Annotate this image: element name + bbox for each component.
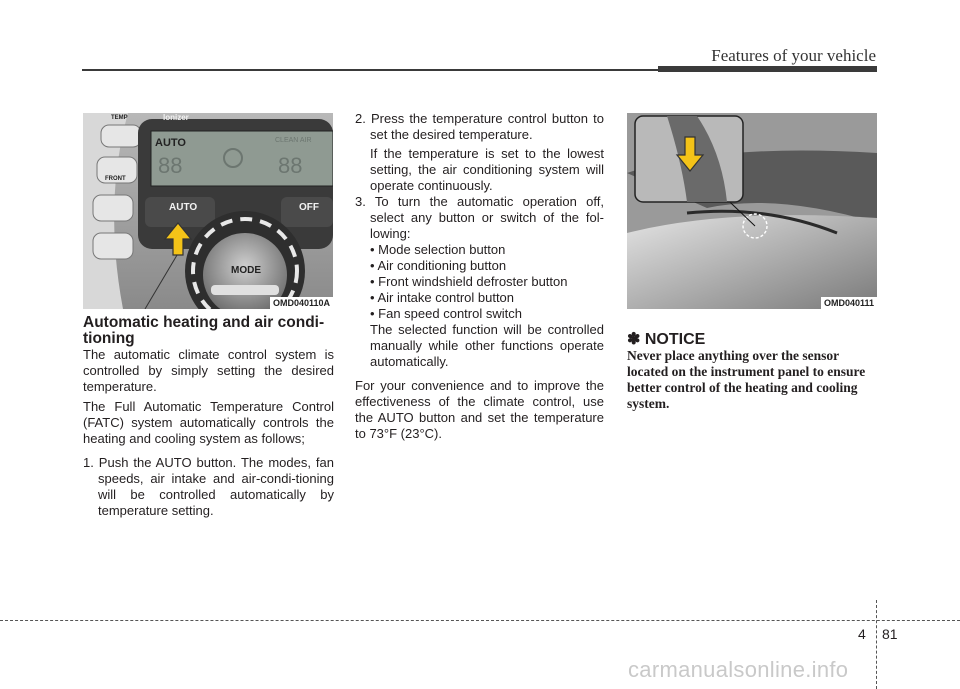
sensor-figure: OMD040111 bbox=[627, 113, 877, 309]
footer-rule bbox=[0, 620, 960, 621]
column-1: Automatic heating and air condi- tioning… bbox=[83, 315, 334, 519]
figure-label-right: OMD040111 bbox=[820, 297, 877, 309]
auto-arrow-icon bbox=[163, 222, 193, 256]
climate-panel-figure: 88 88 Ionizer TEMP AUTO CLEAN AIR FRONT … bbox=[83, 113, 333, 309]
bullet-ac: • Air conditioning button bbox=[370, 258, 507, 273]
bullet-mode: • Mode selection button bbox=[370, 242, 506, 257]
column-2: 2. Press the temperature control button … bbox=[355, 111, 604, 442]
bullet-defroster: • Front windshield defroster button bbox=[370, 274, 568, 289]
page-number: 81 bbox=[882, 626, 898, 642]
mode-dial-label: MODE bbox=[231, 265, 261, 276]
chapter-number: 4 bbox=[858, 626, 866, 642]
header-title: Features of your vehicle bbox=[711, 46, 876, 65]
convenience-paragraph: For your convenience and to improve the … bbox=[355, 378, 604, 441]
step-1: 1. Push the AUTO button. The modes, fan … bbox=[83, 455, 334, 518]
notice-title: ✽ NOTICE bbox=[627, 331, 706, 348]
header-rule bbox=[82, 69, 877, 71]
intro-paragraph: The automatic climate control system is … bbox=[83, 347, 334, 394]
fatc-paragraph: The Full Automatic Temperature Control (… bbox=[83, 399, 334, 446]
column-3: ✽ NOTICE Never place anything over the s… bbox=[627, 332, 877, 412]
ionizer-label: Ionizer bbox=[163, 113, 189, 122]
notice-body: Never place anything over the sensor loc… bbox=[627, 348, 866, 411]
off-button-label: OFF bbox=[299, 202, 319, 213]
temp-button-label: TEMP bbox=[111, 115, 128, 121]
step-2: 2. Press the temperature control button … bbox=[355, 111, 604, 142]
bullet-fan: • Fan speed control switch bbox=[370, 306, 522, 321]
figure-label-left: OMD040110A bbox=[269, 297, 333, 309]
watermark: carmanualsonline.info bbox=[628, 657, 849, 682]
front-defrost-label: FRONT bbox=[105, 176, 126, 182]
section-heading: Automatic heating and air condi- tioning bbox=[83, 314, 325, 347]
step-2-note: If the temperature is set to the lowest … bbox=[370, 146, 604, 193]
display-clean-air-text: CLEAN AIR bbox=[275, 137, 312, 144]
footer-divider bbox=[876, 600, 877, 689]
step-3-note: The selected function will be controlled… bbox=[370, 322, 604, 369]
sensor-arrow-icon bbox=[675, 136, 705, 172]
bullet-intake: • Air intake control button bbox=[370, 290, 515, 305]
display-auto-text: AUTO bbox=[155, 137, 186, 149]
svg-text:88: 88 bbox=[278, 153, 302, 178]
step-3: 3. To turn the automatic operation off, … bbox=[355, 194, 604, 241]
svg-text:88: 88 bbox=[158, 153, 182, 178]
auto-button-label: AUTO bbox=[169, 202, 198, 213]
header-rule-accent bbox=[658, 66, 877, 72]
